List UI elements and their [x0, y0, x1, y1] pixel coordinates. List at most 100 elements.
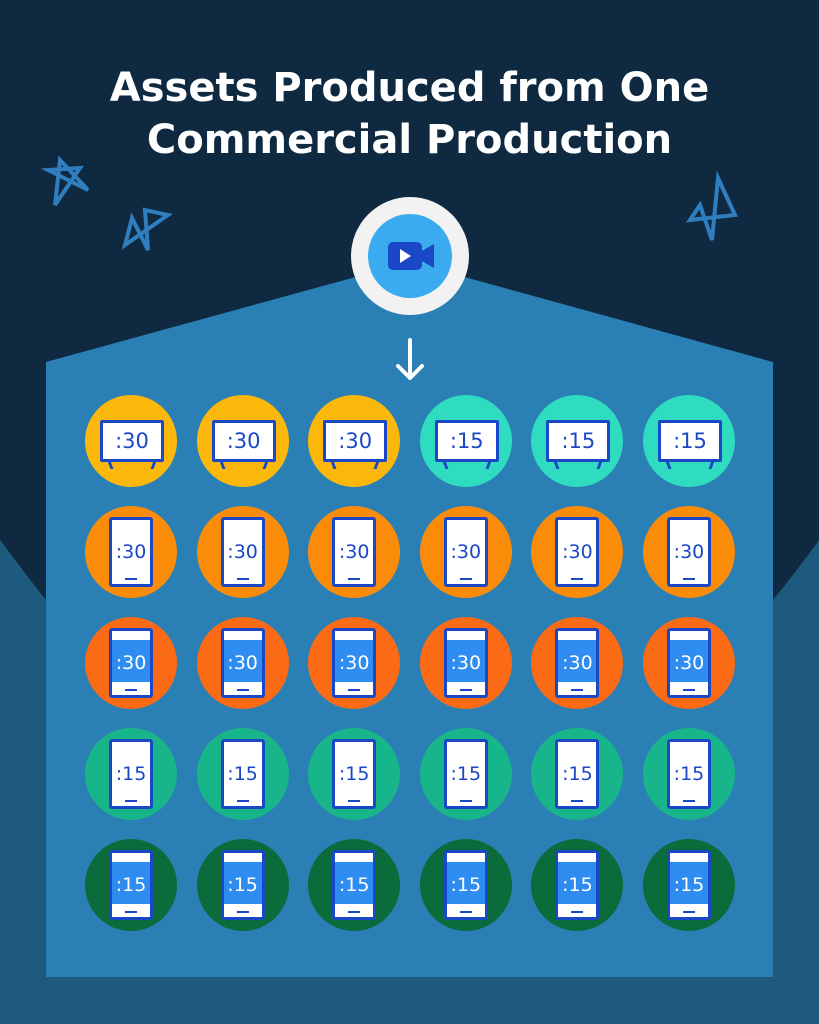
- mobile-video-asset: :30: [642, 617, 735, 709]
- mobile-video-asset: :30: [308, 506, 401, 598]
- duration-label: :30: [115, 541, 147, 563]
- phone-icon: :15: [555, 739, 600, 809]
- duration-label: :15: [115, 874, 147, 896]
- mobile-video-asset: :15: [642, 839, 735, 931]
- phone-icon: :30: [666, 628, 711, 698]
- phone-icon: :15: [443, 850, 488, 920]
- tv-spot-asset: :30: [308, 395, 401, 487]
- page-title: Assets Produced from One Commercial Prod…: [0, 62, 819, 166]
- left-backdrop: [0, 540, 46, 1024]
- duration-label: :15: [338, 874, 370, 896]
- phone-icon: :15: [666, 739, 711, 809]
- mobile-video-asset: :30: [531, 617, 624, 709]
- phone-icon: :30: [443, 628, 488, 698]
- phone-icon: :30: [220, 517, 265, 587]
- duration-label: :30: [115, 652, 147, 674]
- phone-icon: :15: [332, 739, 377, 809]
- tv-spot-asset: :15: [642, 395, 735, 487]
- phone-icon: :15: [332, 850, 377, 920]
- mobile-video-asset: :30: [419, 506, 512, 598]
- tv-spot-asset: :30: [85, 395, 177, 487]
- phone-icon: :30: [109, 517, 153, 587]
- duration-label: :15: [449, 429, 484, 453]
- right-backdrop: [773, 540, 819, 1024]
- phone-icon: :30: [666, 517, 711, 587]
- duration-label: :30: [450, 541, 482, 563]
- phone-icon: :30: [332, 517, 377, 587]
- mobile-video-asset: :30: [196, 506, 289, 598]
- duration-label: :15: [450, 763, 482, 785]
- duration-label: :30: [562, 652, 593, 674]
- phone-icon: :30: [443, 517, 488, 587]
- mobile-video-asset: :30: [308, 617, 401, 709]
- phone-icon: :15: [666, 850, 711, 920]
- video-camera-icon: [388, 242, 434, 270]
- phone-icon: :30: [555, 517, 600, 587]
- title-line-1: Assets Produced from One: [109, 65, 710, 111]
- tv-spot-asset: :15: [419, 395, 512, 487]
- phone-icon: :15: [443, 739, 488, 809]
- phone-icon: :30: [555, 628, 600, 698]
- duration-label: :30: [673, 652, 705, 674]
- source-video-badge: [351, 197, 469, 315]
- phone-icon: :15: [220, 850, 265, 920]
- mobile-video-asset: :15: [531, 839, 624, 931]
- title-line-2: Commercial Production: [146, 117, 673, 163]
- duration-label: :30: [338, 429, 373, 453]
- tv-icon: :15: [434, 420, 499, 469]
- duration-label: :15: [673, 429, 707, 453]
- mobile-video-asset: :15: [196, 839, 289, 931]
- phone-icon: :15: [220, 739, 265, 809]
- duration-label: :15: [561, 429, 596, 453]
- star-doodle-icon: [40, 155, 738, 251]
- duration-label: :30: [562, 541, 593, 563]
- duration-label: :15: [338, 763, 370, 785]
- duration-label: :15: [562, 874, 593, 896]
- duration-label: :15: [562, 763, 593, 785]
- duration-label: :15: [227, 874, 258, 896]
- phone-icon: :30: [332, 628, 377, 698]
- mobile-video-asset: :15: [419, 839, 512, 931]
- mobile-video-asset: :15: [85, 728, 177, 820]
- asset-grid: :30 :30 :30 :15 :15 :15 :30 :30 :30 :30 :30 :30 :30:…: [85, 395, 735, 931]
- mobile-video-asset: :30: [85, 506, 177, 598]
- tv-spot-asset: :30: [196, 395, 289, 487]
- tv-spot-asset: :15: [531, 395, 624, 487]
- mobile-video-asset: :15: [308, 728, 401, 820]
- tv-icon: :30: [323, 420, 388, 469]
- duration-label: :15: [115, 763, 147, 785]
- mobile-video-asset: :15: [531, 728, 624, 820]
- tv-icon: :30: [211, 420, 276, 469]
- duration-label: :30: [450, 652, 482, 674]
- mobile-video-asset: :15: [642, 728, 735, 820]
- duration-label: :30: [338, 652, 370, 674]
- duration-label: :15: [673, 763, 705, 785]
- duration-label: :30: [115, 429, 149, 453]
- mobile-video-asset: :15: [308, 839, 401, 931]
- arrow-down-icon: [396, 338, 424, 380]
- mobile-video-asset: :30: [85, 617, 177, 709]
- duration-label: :30: [673, 541, 705, 563]
- duration-label: :30: [226, 429, 261, 453]
- tv-icon: :30: [100, 420, 164, 469]
- mobile-video-asset: :15: [85, 839, 177, 931]
- mobile-video-asset: :30: [642, 506, 735, 598]
- mobile-video-asset: :15: [196, 728, 289, 820]
- duration-label: :30: [338, 541, 370, 563]
- phone-icon: :15: [109, 850, 153, 920]
- duration-label: :15: [450, 874, 482, 896]
- phone-icon: :15: [555, 850, 600, 920]
- tv-icon: :15: [657, 420, 722, 469]
- duration-label: :30: [227, 541, 258, 563]
- duration-label: :15: [227, 763, 258, 785]
- tv-icon: :15: [546, 420, 611, 469]
- mobile-video-asset: :30: [196, 617, 289, 709]
- phone-icon: :15: [109, 739, 153, 809]
- phone-icon: :30: [220, 628, 265, 698]
- mobile-video-asset: :30: [419, 617, 512, 709]
- mobile-video-asset: :30: [531, 506, 624, 598]
- phone-icon: :30: [109, 628, 153, 698]
- mobile-video-asset: :15: [419, 728, 512, 820]
- duration-label: :30: [227, 652, 258, 674]
- duration-label: :15: [673, 874, 705, 896]
